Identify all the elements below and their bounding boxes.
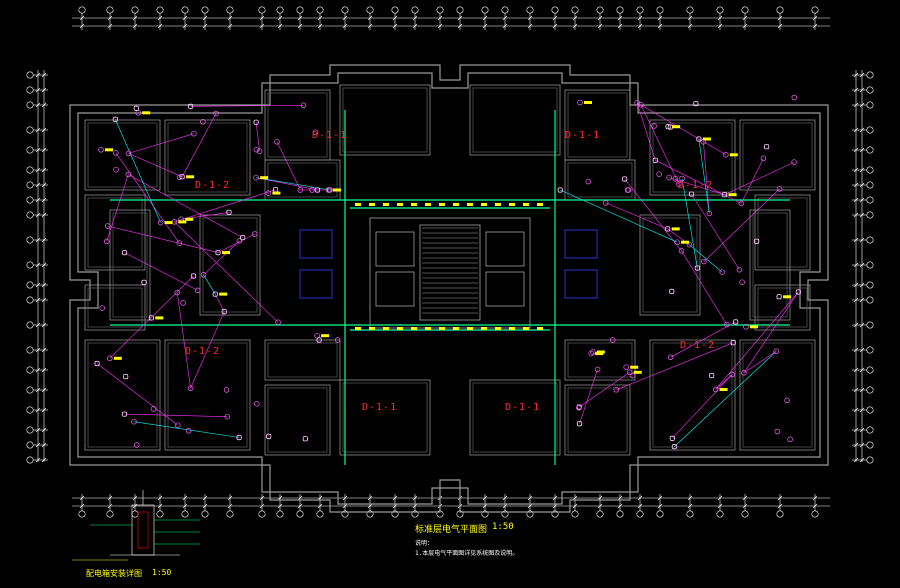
interior-walls [84,84,816,456]
detail-title: 配电箱安装详图 [86,569,142,578]
drawing-scale: 1:50 [492,522,514,532]
drawing-note: 说明： [415,540,434,547]
unit-label: D-1-2 [195,180,231,191]
shaft-hatches [299,229,598,299]
axis-bubbles [26,6,874,518]
drawing-title: 标准层电气平面图 [415,525,488,535]
unit-label: D-1-2 [185,346,221,357]
dimension-chains [37,17,863,507]
unit-label: D-1-2 [680,340,716,351]
circuit-tags [105,101,792,391]
building-core [369,217,531,329]
building-outline [69,64,829,513]
unit-label: D-1-1 [505,402,541,413]
unit-label: D-1-2 [678,180,714,191]
unit-label: D-1-1 [312,130,348,141]
wiring-runs [96,102,799,439]
circuit-homeruns [115,119,777,447]
light-fixture-icon [94,94,802,450]
detail-scale: 1:50 [152,568,172,577]
drawing-note: 1.本层电气平面图详见系统图及说明。 [415,550,519,557]
cable-trays [110,110,790,465]
stair-treads [422,227,478,314]
unit-label: D-1-1 [362,402,398,413]
distribution-box-icon [72,490,200,561]
unit-label: D-1-1 [565,130,601,141]
